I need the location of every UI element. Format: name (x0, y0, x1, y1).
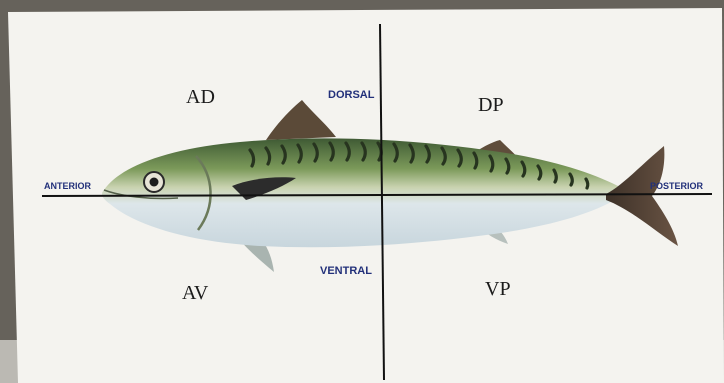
quadrant-anterior-dorsal: AD (186, 86, 215, 109)
quadrant-posterior-ventral: VP (485, 278, 511, 301)
quadrant-anterior-ventral: AV (182, 282, 208, 305)
dorsal-label: DORSAL (328, 89, 374, 101)
ventral-label: VENTRAL (320, 265, 372, 277)
quadrant-posterior-dorsal: DP (478, 94, 504, 117)
posterior-label: POSTERIOR (650, 181, 703, 191)
anterior-label: ANTERIOR (44, 181, 91, 191)
